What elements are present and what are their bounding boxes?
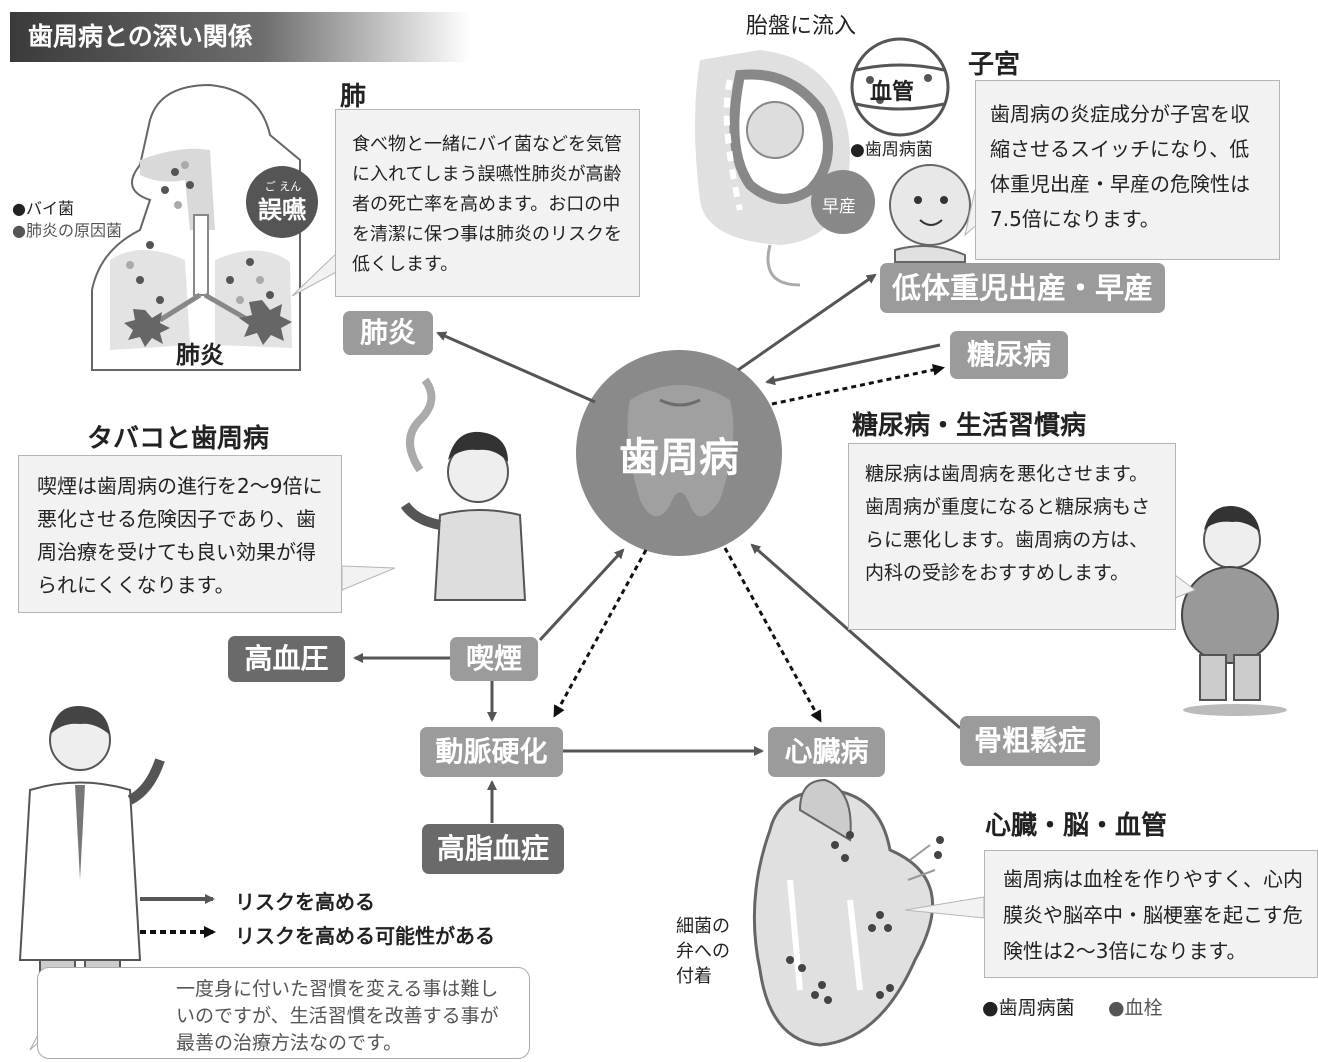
node-diabetes: 糖尿病 xyxy=(950,331,1068,379)
periodontal-bacteria-legend: ●歯周病菌 xyxy=(850,140,933,160)
node-heart-disease: 心臓病 xyxy=(768,727,885,777)
heart-heading: 心臓・脳・血管 xyxy=(985,811,1168,841)
heart-textbox: 歯周病は血栓を作りやすく、心内膜炎や脳卒中・脳梗塞を起こす危険性は2～3倍になり… xyxy=(984,850,1318,978)
heart-legend-bacteria: ●歯周病菌 xyxy=(982,997,1075,1019)
smoking-man-illustration xyxy=(400,377,527,601)
overweight-man-illustration xyxy=(1181,505,1287,716)
dotted-arrows xyxy=(553,363,945,723)
node-arteriosclerosis: 動脈硬化 xyxy=(420,727,563,777)
node-smoking: 喫煙 xyxy=(450,637,538,681)
uterus-heading: 子宮 xyxy=(968,50,1021,80)
node-hypertension: 高血圧 xyxy=(228,636,345,682)
lung-textbox: 食べ物と一緒にバイ菌などを気管に入れてしまう誤嚥性肺炎が高齢者の死亡率を高めます… xyxy=(335,109,640,297)
diabetes-heading: 糖尿病・生活習慣病 xyxy=(852,411,1087,441)
heart-legend-clot: ●血栓 xyxy=(1108,997,1163,1019)
valve-label-3: 付着 xyxy=(676,966,712,987)
node-osteoporosis: 骨粗鬆症 xyxy=(960,716,1100,766)
pneumonia-lung-label: 肺炎 xyxy=(176,341,224,369)
premature-label: 早産 xyxy=(822,197,856,217)
center-label: 歯周病 xyxy=(619,435,739,481)
diabetes-textbox: 糖尿病は歯周病を悪化させます。歯周病が重度になると糖尿病もさらに悪化します。歯周… xyxy=(848,443,1176,630)
legend-pneumonia-germs: ●肺炎の原因菌 xyxy=(12,221,122,240)
node-low-birth-weight: 低体重児出産・早産 xyxy=(880,263,1165,313)
solid-arrows xyxy=(353,273,961,823)
heart-illustration xyxy=(752,778,944,1047)
tobacco-textbox: 喫煙は歯周病の進行を2～9倍に悪化させる危険因子であり、歯周治療を受けても良い効… xyxy=(18,455,342,613)
doctor-illustration xyxy=(18,705,165,1051)
blood-vessel-label: 血管 xyxy=(870,80,915,105)
valve-label-1: 細菌の xyxy=(676,916,730,937)
page-title: 歯周病との深い関係 xyxy=(10,12,470,62)
lung-heading: 肺 xyxy=(340,82,367,112)
aspiration-ruby: ご えん xyxy=(264,180,302,193)
pregnancy-illustration xyxy=(695,37,971,287)
legend-bacteria: ●バイ菌 xyxy=(12,199,74,218)
valve-label-2: 弁への xyxy=(676,941,730,962)
node-hyperlipidemia: 高脂血症 xyxy=(422,824,564,874)
legend-dotted-label: リスクを高める可能性がある xyxy=(235,924,495,948)
tobacco-heading: タバコと歯周病 xyxy=(87,424,270,454)
uterus-textbox: 歯周病の炎症成分が子宮を収縮させるスイッチになり、低体重児出産・早産の危険性は7… xyxy=(975,80,1280,260)
lung-illustration xyxy=(91,83,318,371)
legend-solid-label: リスクを高める xyxy=(235,890,375,914)
doctor-speech: 一度身に付いた習慣を変える事は難しいのですが、生活習慣を改善する事が最善の治療方… xyxy=(37,967,530,1059)
aspiration-label: 誤嚥 xyxy=(258,196,306,224)
node-pneumonia: 肺炎 xyxy=(343,311,433,355)
placenta-label: 胎盤に流入 xyxy=(746,14,857,39)
